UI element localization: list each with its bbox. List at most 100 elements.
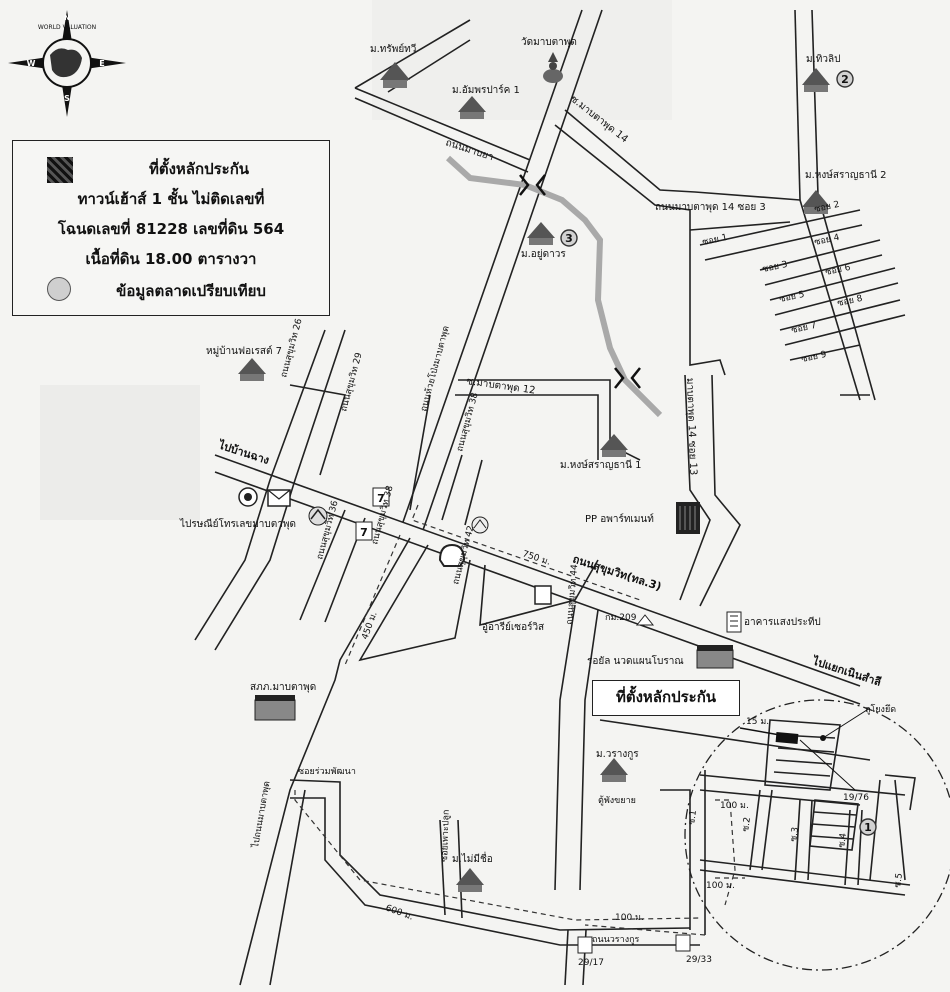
road-label-huay-pong: ถนนห้วยโป่งมาบตาพุด bbox=[418, 324, 452, 412]
road bbox=[269, 789, 306, 986]
road-label-soi-ruam: ซอยร่วมพัฒนา bbox=[298, 767, 356, 777]
road-label-soi5: ซอย 5 bbox=[779, 290, 806, 305]
road bbox=[354, 19, 471, 89]
market-number-2: 2 bbox=[841, 73, 849, 86]
market-comparison-marker-3 bbox=[560, 229, 578, 247]
label-hongsaran-1: ม.หงษ์สราญธานี 1 bbox=[560, 459, 642, 471]
road bbox=[409, 394, 431, 511]
village-icon bbox=[458, 96, 486, 119]
distance-label: 15 ม. bbox=[746, 717, 769, 727]
mabtaphut-road bbox=[402, 9, 603, 531]
label-forest-7: หมู่บ้านฟอเรสต์ 7 bbox=[206, 345, 282, 357]
road bbox=[599, 719, 871, 761]
road-label-sukhumvit26: ถนนสุขุมวิท 26 bbox=[278, 317, 304, 379]
road-label-s3: ซ.3 bbox=[789, 826, 801, 842]
market-comparison-marker-2 bbox=[836, 70, 854, 88]
village-icon bbox=[380, 62, 410, 88]
legend-title: ที่ตั้งหลักประกัน bbox=[148, 160, 250, 178]
road bbox=[564, 929, 569, 986]
label-km209: กม.209 bbox=[605, 613, 637, 623]
road bbox=[699, 374, 741, 607]
label-saengprathip: อาคารแสงประทีป bbox=[744, 616, 821, 628]
road bbox=[457, 819, 463, 919]
road bbox=[564, 109, 801, 201]
km-marker-icon bbox=[635, 614, 655, 626]
bridge-marker bbox=[519, 174, 546, 196]
label-hongsaran-2: ม.หงษ์สราญธานี 2 bbox=[805, 169, 887, 181]
legend-market-label: ข้อมูลตลาดเปรียบเทียบ bbox=[116, 282, 266, 300]
svg-text:7: 7 bbox=[377, 492, 385, 505]
shop-icon bbox=[696, 645, 734, 669]
road-label-to-mabtaphut: ไปถนนมาบตาพุด bbox=[250, 780, 273, 849]
market-comparison-marker-1 bbox=[859, 818, 877, 836]
police-station-icon bbox=[254, 695, 296, 721]
label-warangkul: ม.วรางกูร bbox=[596, 749, 639, 760]
road bbox=[464, 459, 483, 526]
road-label-soi7: ซอย 7 bbox=[791, 321, 818, 336]
collateral-callout: ที่ตั้งหลักประกัน bbox=[592, 680, 740, 716]
gas-station-icon bbox=[438, 543, 466, 567]
market-number-1: 1 bbox=[864, 821, 872, 834]
road bbox=[554, 124, 726, 376]
distance-label: 450 ม. bbox=[360, 611, 379, 642]
market-number-3: 3 bbox=[565, 232, 573, 245]
label-mai-mee-chue: ม.ไม่มีชื่อ bbox=[452, 851, 493, 865]
house-icon bbox=[675, 934, 691, 952]
label-supsap-thawee: ม.ทรัพย์ทวี bbox=[370, 43, 416, 55]
label-yoodaorn: ม.อยู่ดาวร bbox=[521, 249, 566, 260]
road-label-soi9: ซอย 9 bbox=[801, 350, 828, 365]
road-label-to-yaek-noen: ไปแยกเนินสำลี bbox=[809, 653, 883, 689]
svg-text:7: 7 bbox=[360, 526, 368, 539]
road bbox=[289, 779, 691, 931]
road bbox=[455, 394, 599, 460]
road-label-soi-pluk: ซอยเพาะปลูก bbox=[440, 809, 452, 862]
road bbox=[354, 87, 531, 161]
road bbox=[239, 537, 411, 986]
label-water-tower: ตู้พังขยาย bbox=[598, 795, 636, 806]
building-icon bbox=[676, 502, 700, 534]
label-water-tank: ถูโยงยึด bbox=[865, 704, 896, 715]
road bbox=[289, 384, 347, 476]
property-area-circle bbox=[684, 699, 950, 971]
school-icon bbox=[471, 516, 489, 534]
market-swatch bbox=[47, 277, 71, 301]
label-amphorn-park: ม.อัมพรปาร์ค 1 bbox=[452, 84, 520, 96]
seven-eleven-icon: 7 bbox=[372, 487, 390, 507]
post-office-icon bbox=[267, 489, 291, 507]
canal bbox=[445, 155, 663, 418]
house-icon bbox=[577, 936, 593, 954]
distance-route bbox=[294, 504, 745, 936]
property-detail-grid bbox=[699, 707, 916, 896]
road-label-s2: ซ.2 bbox=[741, 816, 753, 832]
compass-n: N bbox=[64, 14, 70, 22]
legend-line1: ทาวน์เฮ้าส์ 1 ชั้น ไม่ติดเลขที่ bbox=[77, 190, 265, 208]
label-house-2933: 29/33 bbox=[686, 955, 712, 965]
road bbox=[214, 329, 346, 651]
village-icon bbox=[456, 868, 484, 892]
compass-logo-text: WORLD VALUATION bbox=[38, 24, 96, 31]
compass-w: W bbox=[27, 59, 36, 68]
road bbox=[660, 789, 691, 930]
road-label-soi8: ซอย 8 bbox=[837, 294, 864, 309]
temple-icon bbox=[543, 52, 563, 83]
label-police: สภภ.มาบตาพุด bbox=[250, 682, 316, 693]
road bbox=[554, 604, 576, 891]
road bbox=[689, 221, 791, 231]
label-garage: อู่อารีย์เซอร์วิส bbox=[482, 621, 544, 633]
label-pp-apartment: PP อพาร์ทเมนท์ bbox=[585, 513, 654, 525]
label-house-2917: 29/17 bbox=[578, 958, 604, 968]
soi-grid bbox=[699, 9, 906, 401]
road bbox=[358, 544, 471, 662]
distance-label: 100 ม. bbox=[615, 913, 644, 923]
bank-icon bbox=[308, 506, 328, 526]
road bbox=[194, 329, 326, 641]
road-label-soi3: ซอย 3 bbox=[762, 260, 789, 275]
road-label-soi13: มาบตาพุด 14 ซอย 13 bbox=[684, 378, 698, 476]
village-icon bbox=[802, 68, 830, 92]
village-icon bbox=[600, 758, 628, 782]
road-label-s5: ซ.5 bbox=[893, 872, 905, 888]
compass-rose: WORLD VALUATION N S E W bbox=[8, 10, 126, 117]
village-icon bbox=[802, 190, 830, 214]
label-massage: รอยัล นวดแผนโบราณ bbox=[587, 654, 684, 667]
